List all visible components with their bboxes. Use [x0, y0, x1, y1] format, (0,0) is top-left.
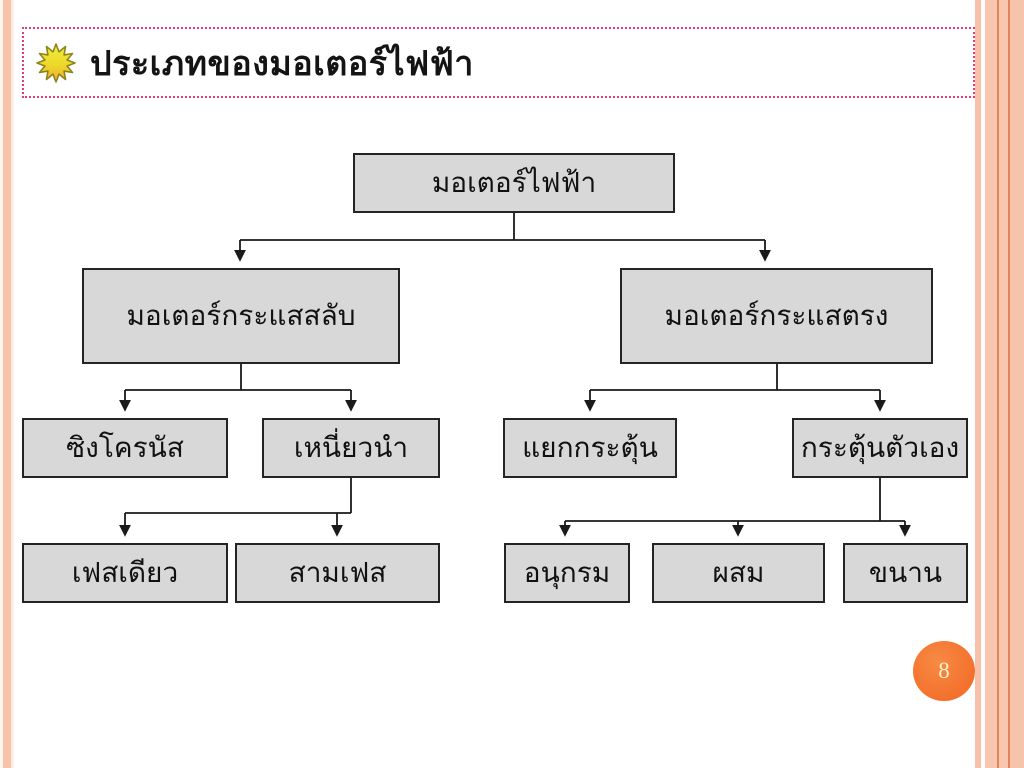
node-ac-motor: มอเตอร์กระแสสลับ	[82, 268, 400, 364]
node-three-phase: สามเฟส	[235, 543, 440, 603]
right-border-line-1	[997, 0, 999, 768]
left-border-stripe	[3, 0, 11, 768]
right-border-line-2	[1008, 0, 1010, 768]
slide-title-box: ประเภทของมอเตอร์ไฟฟ้า	[22, 27, 975, 98]
node-induction: เหนี่ยวนำ	[262, 418, 440, 478]
node-separately-excited: แยกกระตุ้น	[503, 418, 677, 478]
node-synchronous: ซิงโครนัส	[22, 418, 228, 478]
node-electric-motor: มอเตอร์ไฟฟ้า	[353, 153, 675, 213]
right-border-stripe-1	[975, 0, 981, 768]
page-number-badge: 8	[913, 641, 975, 701]
node-single-phase: เฟสเดียว	[22, 543, 228, 603]
page-title: ประเภทของมอเตอร์ไฟฟ้า	[90, 43, 474, 84]
left-border-stripe-outer	[0, 0, 3, 768]
right-border-stripe-4	[1010, 0, 1024, 768]
node-self-excited: กระตุ้นตัวเอง	[792, 418, 968, 478]
right-border-stripe-2	[985, 0, 997, 768]
node-series: อนุกรม	[504, 543, 630, 603]
node-dc-motor: มอเตอร์กระแสตรง	[620, 268, 933, 364]
left-border-stripe-inner	[11, 0, 14, 768]
node-shunt: ขนาน	[843, 543, 968, 603]
node-compound: ผสม	[652, 543, 825, 603]
page-number: 8	[938, 658, 950, 683]
starburst-icon	[36, 42, 76, 83]
right-border-stripe-3	[999, 0, 1008, 768]
